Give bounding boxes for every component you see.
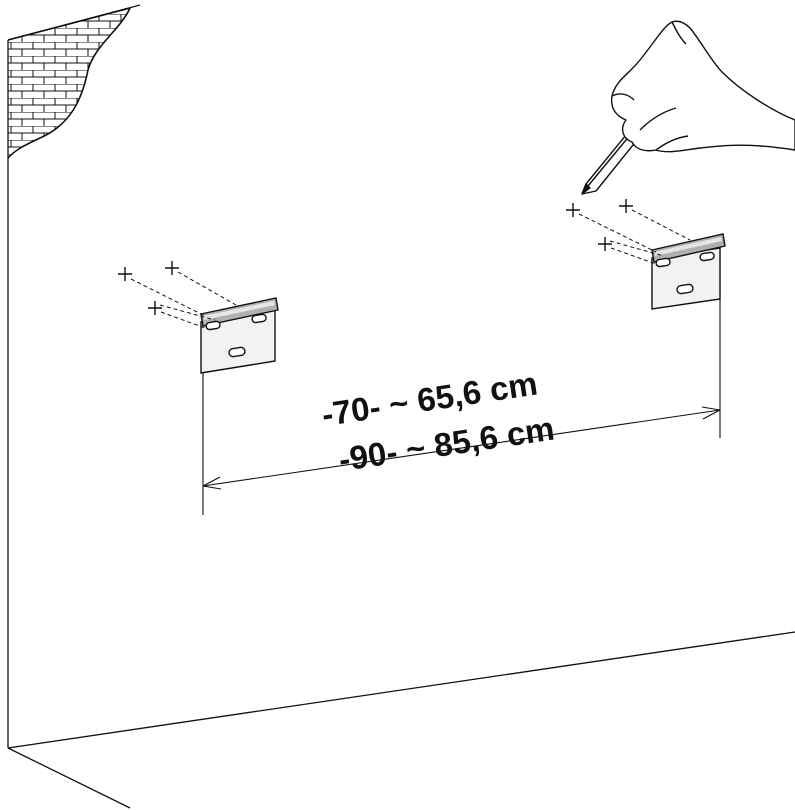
arrow-right-icon xyxy=(701,406,721,420)
floor-side-edge xyxy=(7,747,131,809)
room-edges xyxy=(7,40,795,809)
right-bracket xyxy=(566,199,726,310)
arrow-left-icon xyxy=(202,476,222,490)
hand-with-pencil-icon xyxy=(581,20,795,195)
floor-wall-edge xyxy=(7,631,795,749)
alignment-guides xyxy=(130,271,237,329)
left-bracket xyxy=(118,261,279,374)
dimension-labels: -70- ~ 65,6 cm -90- ~ 85,6 cm xyxy=(319,364,556,478)
dimension-arrow-line xyxy=(202,409,721,487)
wall-bracket-icon xyxy=(651,233,726,310)
brick-wall-corner xyxy=(7,4,141,159)
alignment-guides xyxy=(578,209,691,265)
plus-marker-icon xyxy=(566,199,633,251)
dimension-line xyxy=(202,299,721,515)
wall-bracket-icon xyxy=(200,297,279,374)
plus-marker-icon xyxy=(118,261,179,315)
